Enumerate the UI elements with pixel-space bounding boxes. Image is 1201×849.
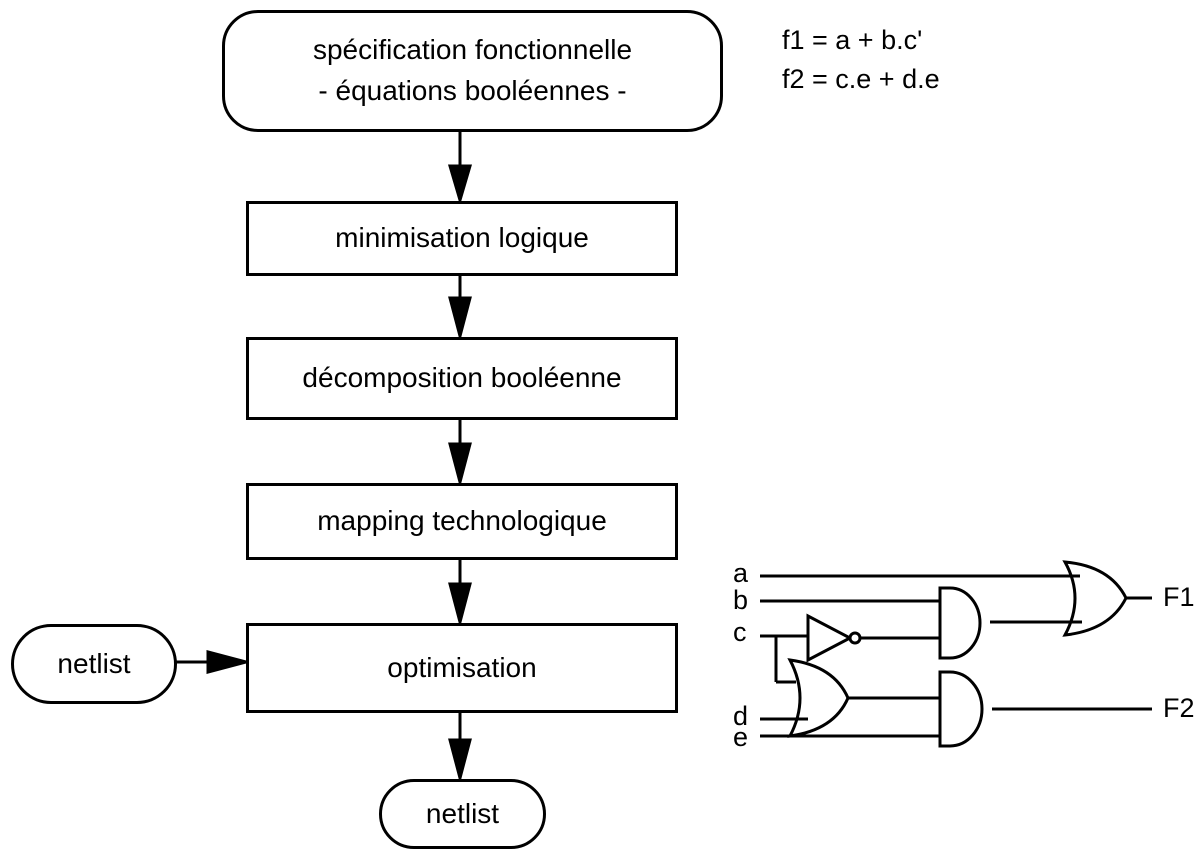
box-minimisation: minimisation logique [246, 201, 678, 276]
box-minimisation-label: minimisation logique [335, 222, 589, 254]
signal-e: e [733, 722, 749, 752]
signal-a: a [733, 558, 749, 588]
output-netlist-box: netlist [379, 779, 546, 849]
output-netlist-label: netlist [425, 797, 500, 829]
spec-box: spécification fonctionnelle - équations … [222, 10, 723, 132]
spec-line-2: - équations booléennes - [318, 75, 627, 106]
logic-circuit [760, 560, 1152, 748]
box-decomposition: décomposition booléenne [246, 337, 678, 420]
and-gate-1 [938, 586, 982, 660]
or-gate-1 [1062, 560, 1128, 637]
box-optimisation-label: optimisation [387, 651, 537, 683]
signal-c: c [733, 617, 747, 647]
signal-b: b [733, 585, 749, 615]
or-gate-2 [787, 658, 850, 738]
box-decomposition-label: décomposition booléenne [302, 362, 622, 394]
spec-line-1: spécification fonctionnelle [312, 34, 633, 66]
output-f1: F1 [1163, 582, 1195, 612]
box-optimisation: optimisation [246, 623, 678, 713]
flow-arrows [176, 131, 473, 784]
equation-f1: f1 = a + b.c' [782, 25, 923, 55]
output-f2: F2 [1163, 693, 1195, 723]
signal-d: d [733, 701, 749, 731]
box-mapping: mapping technologique [246, 483, 678, 560]
inverter-gate [806, 613, 854, 663]
equation-f2: f2 = c.e + d.e [782, 64, 940, 94]
and-gate-2 [938, 670, 984, 748]
input-netlist-box: netlist [11, 624, 177, 704]
input-netlist-label: netlist [57, 647, 131, 679]
box-mapping-label: mapping technologique [317, 505, 607, 537]
